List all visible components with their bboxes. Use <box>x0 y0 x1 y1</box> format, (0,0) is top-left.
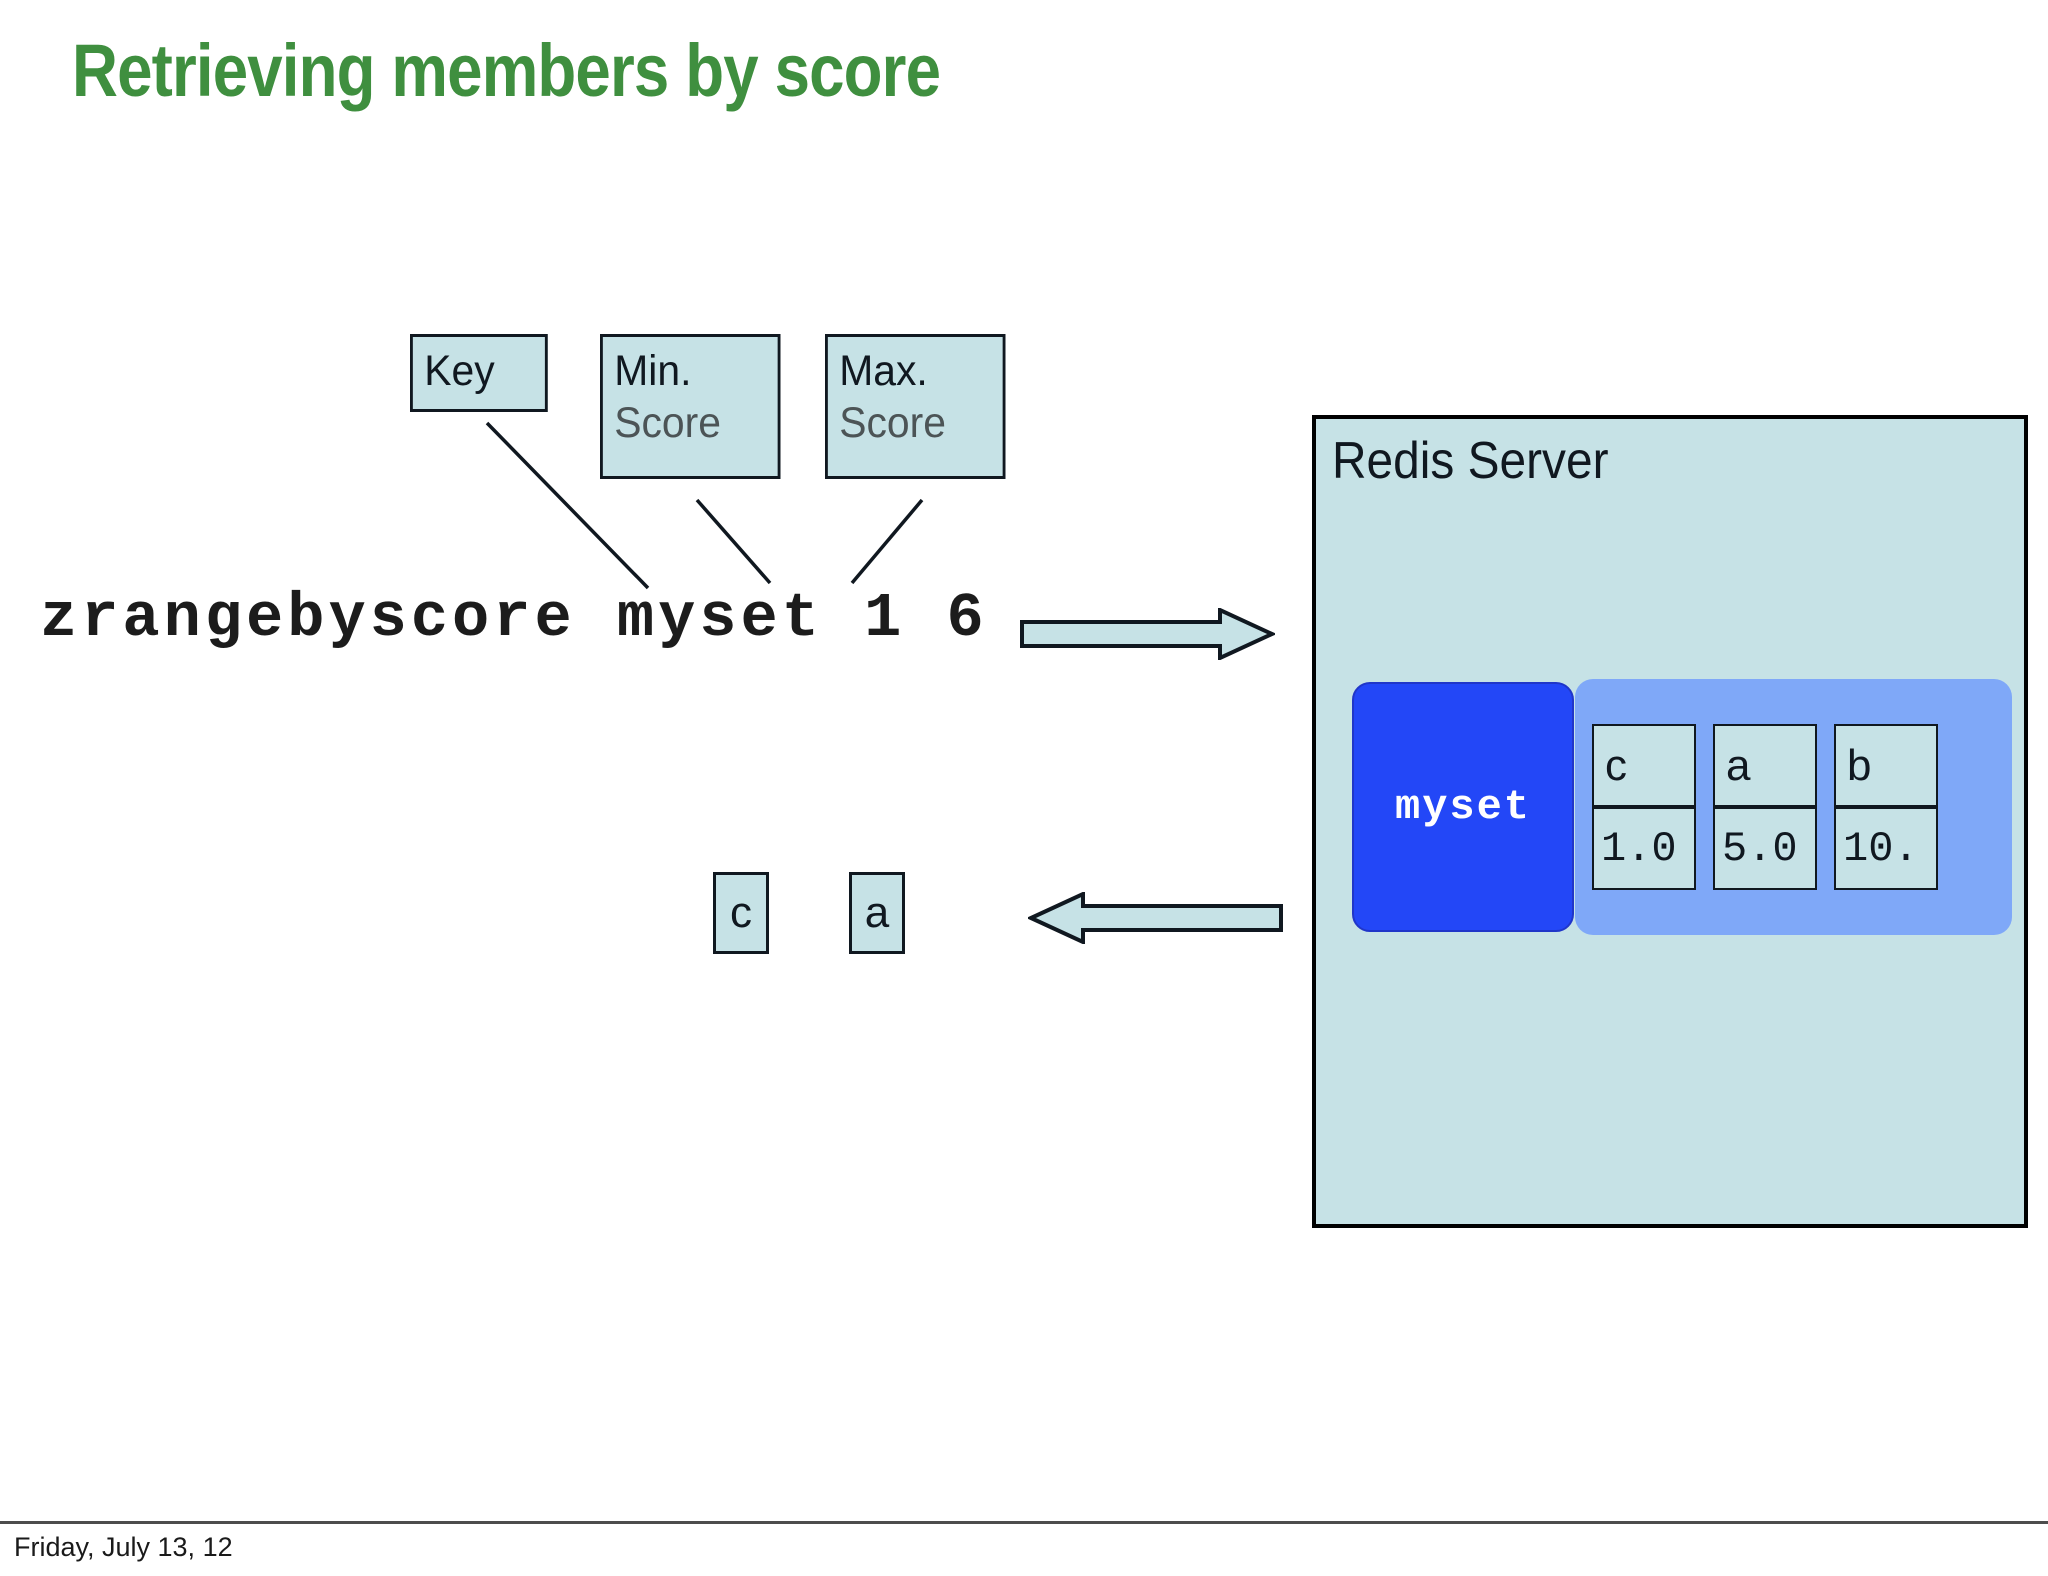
annotation-min-sublabel: Score <box>614 399 721 447</box>
connector-min-to-command <box>695 498 772 585</box>
annotation-min-label: Min. <box>614 347 692 395</box>
annotation-box-key: Key <box>410 334 548 412</box>
annotation-max-label: Max. <box>839 347 928 395</box>
sorted-set-member-cell: b 10. <box>1834 724 1938 890</box>
sorted-set-member-cell: c 1.0 <box>1592 724 1696 890</box>
member-name: b <box>1836 726 1936 809</box>
sorted-set-key-capsule: myset <box>1352 682 1574 932</box>
annotation-key-label: Key <box>424 347 495 395</box>
footer-date: Friday, July 13, 12 <box>14 1532 233 1562</box>
annotation-box-max-score: Max. Score <box>825 334 1006 479</box>
response-arrow-icon <box>1028 892 1283 944</box>
connector-key-to-command <box>485 421 650 590</box>
annotation-max-sublabel: Score <box>839 399 946 447</box>
redis-server-panel: Redis Server myset c 1.0 a 5.0 b 10. <box>1312 415 2028 1228</box>
member-name: a <box>1715 726 1815 809</box>
sorted-set-key-label: myset <box>1394 783 1532 831</box>
member-score: 10. <box>1843 824 1919 873</box>
command-text: zrangebyscore myset 1 6 <box>40 583 988 654</box>
member-score: 1.0 <box>1601 824 1677 873</box>
annotation-box-min-score: Min. Score <box>600 334 781 479</box>
page-title: Retrieving members by score <box>72 29 941 112</box>
footer-divider <box>0 1521 2048 1524</box>
result-member-box: a <box>849 872 905 954</box>
member-score: 5.0 <box>1722 824 1798 873</box>
connector-max-to-command <box>850 498 924 585</box>
member-name: c <box>1594 726 1694 809</box>
sorted-set-member-cell: a 5.0 <box>1713 724 1817 890</box>
request-arrow-icon <box>1020 608 1275 660</box>
result-member-box: c <box>713 872 769 954</box>
redis-server-title: Redis Server <box>1332 432 1609 490</box>
sorted-set-members-container: c 1.0 a 5.0 b 10. <box>1575 679 2012 935</box>
